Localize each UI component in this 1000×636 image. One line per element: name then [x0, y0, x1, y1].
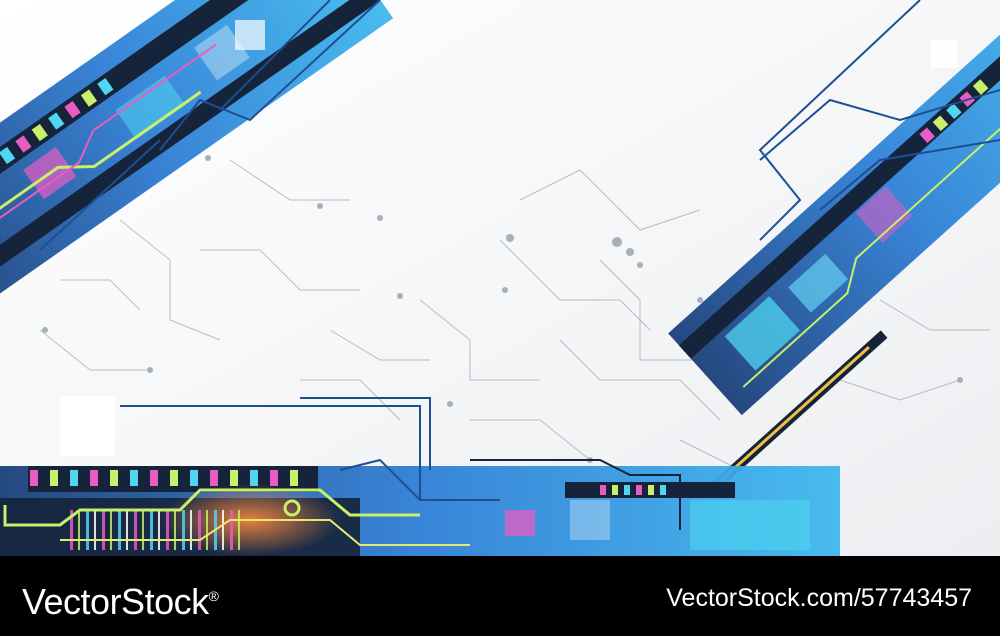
watermark-footer-bar: VectorStock® VectorStock.com/57743457: [0, 556, 1000, 636]
bottom-horizontal-band: [0, 397, 840, 556]
top-right-outline-traces: [758, 0, 1000, 241]
circuit-board-illustration: [0, 0, 1000, 556]
top-left-outline-traces: [39, 0, 381, 251]
background-circuit-traces: [39, 159, 990, 471]
white-overlay-squares: [60, 20, 958, 456]
vectorstock-logo: VectorStock®: [22, 574, 219, 624]
top-left-diagonal-band: [0, 0, 394, 317]
registered-mark: ®: [208, 588, 219, 604]
top-right-diagonal-band: [668, 0, 1000, 499]
stock-image-id: VectorStock.com/57743457: [666, 584, 972, 612]
brand-name: VectorStock: [22, 581, 209, 622]
